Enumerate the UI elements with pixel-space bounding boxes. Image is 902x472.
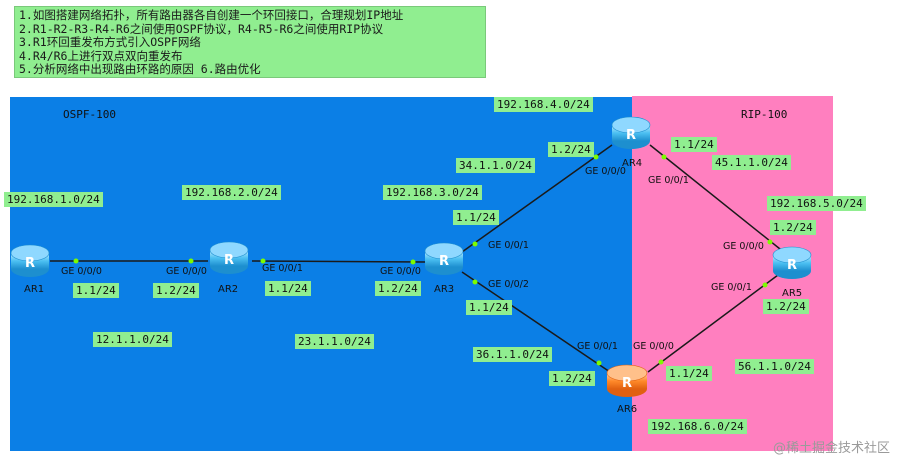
port-dot: [73, 258, 79, 264]
ip-ar5-g000: 1.2/24: [770, 220, 816, 235]
loopback-ar3: 192.168.3.0/24: [383, 185, 482, 200]
task-line-2: 2.R1-R2-R3-R4-R6之间使用OSPF协议，R4-R5-R6之间使用R…: [19, 21, 384, 36]
port-dot: [661, 154, 667, 160]
router-icon: R: [606, 364, 648, 397]
router-name-ar5: AR5: [782, 288, 803, 299]
ip-ar6-g000: 1.1/24: [666, 366, 712, 381]
loopback-ar1: 192.168.1.0/24: [4, 192, 103, 207]
svg-text:R: R: [224, 253, 234, 268]
router-icon: R: [209, 241, 249, 274]
port-dot: [762, 282, 768, 288]
link-ar4-ar5: [649, 144, 786, 254]
network-23: 23.1.1.0/24: [295, 334, 374, 349]
network-45: 45.1.1.0/24: [712, 155, 791, 170]
port-ar2-g000: GE 0/0/0: [166, 266, 207, 277]
link-ar3-ar6: [461, 271, 611, 373]
ip-ar1-g000: 1.1/24: [73, 283, 119, 298]
rip-area-name: RIP-100: [741, 108, 788, 121]
link-ar2-ar3: [251, 260, 427, 263]
router-name-ar3: AR3: [434, 284, 455, 295]
ospf-area: [10, 97, 632, 451]
task-line-3: 3.R1环回重发布方式引入OSPF网络: [19, 35, 201, 50]
port-dot: [593, 154, 599, 160]
ip-ar3-g001: 1.1/24: [453, 210, 499, 225]
port-dot: [188, 258, 194, 264]
watermark: @稀土掘金技术社区: [772, 441, 890, 456]
router-icon: R: [10, 244, 50, 277]
svg-text:R: R: [439, 254, 449, 269]
router-icon: R: [772, 246, 812, 279]
ospf-area-name: OSPF-100: [63, 108, 116, 121]
loopback-ar5: 192.168.5.0/24: [767, 196, 866, 211]
port-ar3-g002: GE 0/0/2: [488, 279, 529, 290]
port-ar6-g001: GE 0/0/1: [577, 341, 618, 352]
loopback-ar2: 192.168.2.0/24: [182, 185, 281, 200]
network-34: 34.1.1.0/24: [456, 158, 535, 173]
task-line-5: 5.分析网络中出现路由环路的原因 6.路由优化: [19, 62, 261, 77]
port-dot: [260, 258, 266, 264]
port-ar1-g000: GE 0/0/0: [61, 266, 102, 277]
port-dot: [472, 241, 478, 247]
router-name-ar2: AR2: [218, 284, 239, 295]
port-ar5-g001: GE 0/0/1: [711, 282, 752, 293]
router-icon: R: [611, 116, 651, 149]
network-12: 12.1.1.0/24: [93, 332, 172, 347]
port-ar3-g001: GE 0/0/1: [488, 240, 529, 251]
port-dot: [472, 279, 478, 285]
task-line-1: 1.如图搭建网络拓扑，所有路由器各自创建一个环回接口，合理规划IP地址: [19, 8, 404, 22]
ip-ar4-g000: 1.2/24: [548, 142, 594, 157]
svg-text:R: R: [25, 256, 35, 271]
ip-ar5-g001: 1.2/24: [763, 299, 809, 314]
svg-text:R: R: [787, 258, 797, 273]
ip-ar3-g000: 1.2/24: [375, 281, 421, 296]
router-name-ar6: AR6: [617, 404, 638, 415]
port-dot: [596, 360, 602, 366]
network-36: 36.1.1.0/24: [473, 347, 552, 362]
router-name-ar4: AR4: [622, 158, 643, 169]
ip-ar2-g000: 1.2/24: [153, 283, 199, 298]
ip-ar2-g001: 1.1/24: [265, 281, 311, 296]
port-ar4-g001: GE 0/0/1: [648, 175, 689, 186]
svg-text:R: R: [626, 128, 636, 143]
task-line-4: 4.R4/R6上进行双点双向重发布: [19, 48, 183, 63]
port-ar4-g000: GE 0/0/0: [585, 166, 626, 177]
port-dot: [767, 239, 773, 245]
link-ar3-ar4: [461, 144, 613, 253]
port-dot: [658, 359, 664, 365]
ip-ar3-g002: 1.1/24: [466, 300, 512, 315]
svg-text:R: R: [622, 376, 632, 391]
port-ar2-g001: GE 0/0/1: [262, 263, 303, 274]
ip-ar4-g001: 1.1/24: [671, 137, 717, 152]
port-ar5-g000: GE 0/0/0: [723, 241, 764, 252]
port-ar3-g000: GE 0/0/0: [380, 266, 421, 277]
network-56: 56.1.1.0/24: [735, 359, 814, 374]
router-icon: R: [424, 242, 464, 275]
router-name-ar1: AR1: [24, 284, 45, 295]
loopback-ar4: 192.168.4.0/24: [494, 97, 593, 112]
link-ar6-ar5: [647, 274, 779, 373]
port-ar6-g000: GE 0/0/0: [633, 341, 674, 352]
port-dot: [410, 259, 416, 265]
task-description: 1.如图搭建网络拓扑，所有路由器各自创建一个环回接口，合理规划IP地址 2.R1…: [14, 6, 486, 78]
loopback-ar6: 192.168.6.0/24: [648, 419, 747, 434]
ip-ar6-g001: 1.2/24: [549, 371, 595, 386]
